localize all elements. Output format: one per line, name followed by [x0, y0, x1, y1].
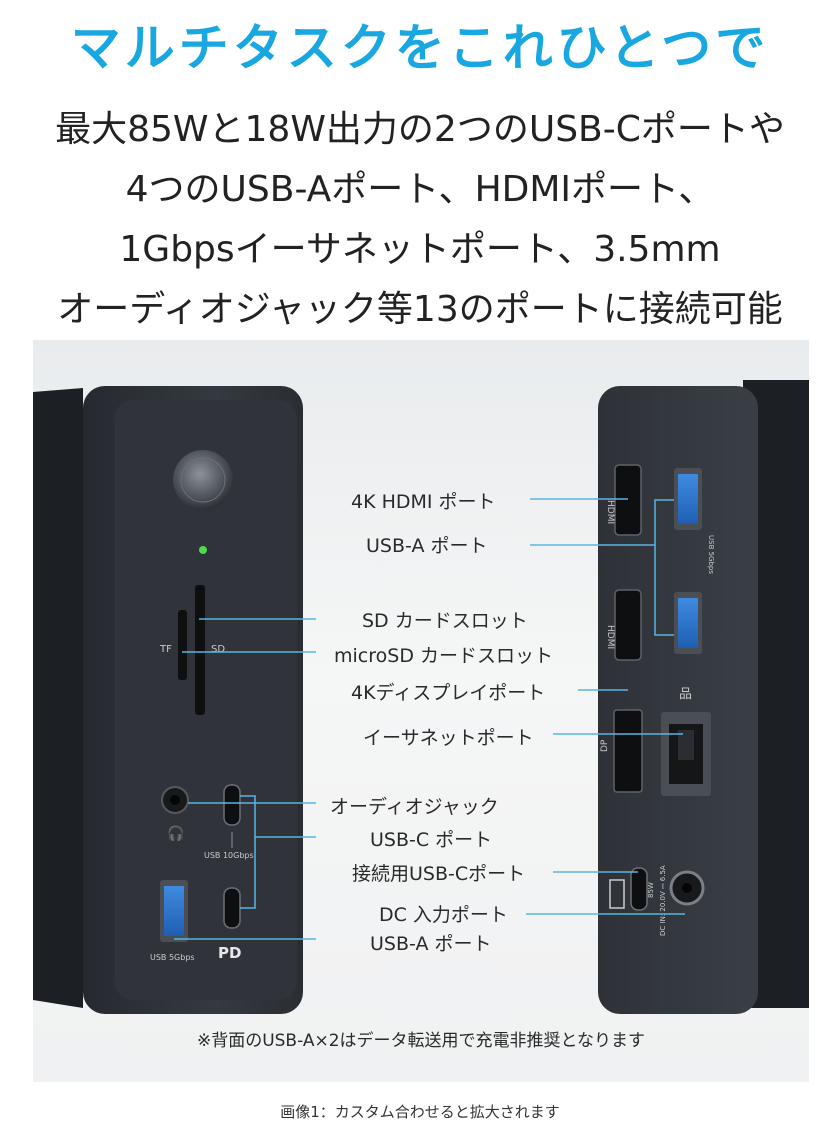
callout-ethernet: イーサネットポート — [363, 727, 534, 749]
sd-label: SD — [211, 644, 225, 655]
usb-5gbps-label: USB 5Gbps — [150, 953, 195, 962]
hdmi-port-2 — [614, 589, 642, 661]
callout-microsd-slot: microSD カードスロット — [334, 645, 553, 667]
left-leader-lines — [174, 618, 316, 940]
85w-label: 85W — [647, 882, 655, 898]
callout-usb-a-back: USB-A ポート — [366, 535, 488, 557]
image-caption: 画像1：カスタム合わせると拡大されます — [280, 1103, 560, 1121]
subtitle-line: 最大85Wと18W出力の2つのUSB-Cポートや — [55, 109, 785, 150]
microsd-slot — [178, 610, 187, 680]
right-device-back — [598, 386, 758, 1014]
usb-5gbps-back-label: USB 5Gbps — [707, 535, 715, 574]
network-icon: 品 — [679, 687, 692, 702]
callout-usb-a-front: USB-A ポート — [370, 933, 492, 955]
callout-displayport: 4Kディスプレイポート — [351, 682, 546, 704]
subtitle-line: オーディオジャック等13のポートに接続可能 — [57, 289, 783, 330]
usb-10gbps-label: USB 10Gbps — [204, 851, 254, 860]
subtitle: 最大85Wと18W出力の2つのUSB-Cポートや 4つのUSB-Aポート、HDM… — [0, 100, 840, 340]
laptop-icon — [609, 879, 625, 909]
left-device-side — [33, 388, 83, 1008]
docking-station-illustration: TF SD 🎧 USB 10Gbps PD USB 5Gbps HDMI HDM… — [33, 380, 809, 1014]
dc-in-label: DC IN: 20.0V ⎓ 6.5A — [659, 865, 667, 936]
callout-usb-c: USB-C ポート — [370, 829, 493, 851]
callout-usb-c-connect: 接続用USB-Cポート — [352, 863, 526, 885]
power-button-icon — [173, 450, 233, 510]
dp-label: DP — [600, 739, 610, 752]
displayport — [613, 709, 643, 793]
hdmi-port-1 — [614, 464, 642, 536]
power-led-icon — [199, 546, 207, 554]
callout-dc-in: DC 入力ポート — [379, 904, 508, 926]
hdmi-label-1: HDMI — [605, 500, 615, 524]
headline: マルチタスクをこれひとつで — [70, 19, 770, 77]
tf-label: TF — [159, 644, 172, 655]
subtitle-line: 1Gbpsイーサネットポート、3.5mm — [119, 229, 721, 270]
callout-hdmi: 4K HDMI ポート — [351, 491, 496, 513]
usb-c-port-top — [223, 784, 241, 826]
subtitle-line: 4つのUSB-Aポート、HDMIポート、 — [125, 169, 715, 210]
footnote: ※背面のUSB-A×2はデータ転送用で充電非推奨となります — [196, 1031, 646, 1051]
pd-label: PD — [218, 944, 241, 962]
product-photo: TF SD 🎧 USB 10Gbps PD USB 5Gbps HDMI HDM… — [33, 340, 809, 1082]
headphone-icon: 🎧 — [167, 825, 184, 842]
right-leader-lines — [526, 498, 685, 915]
hdmi-label-2: HDMI — [605, 625, 615, 649]
callout-audio-jack: オーディオジャック — [330, 796, 499, 818]
callout-sd-slot: SD カードスロット — [362, 610, 528, 632]
sd-slot — [195, 585, 205, 715]
usb-c-port-bottom — [223, 887, 241, 929]
usb-c-connect-port — [630, 867, 648, 911]
